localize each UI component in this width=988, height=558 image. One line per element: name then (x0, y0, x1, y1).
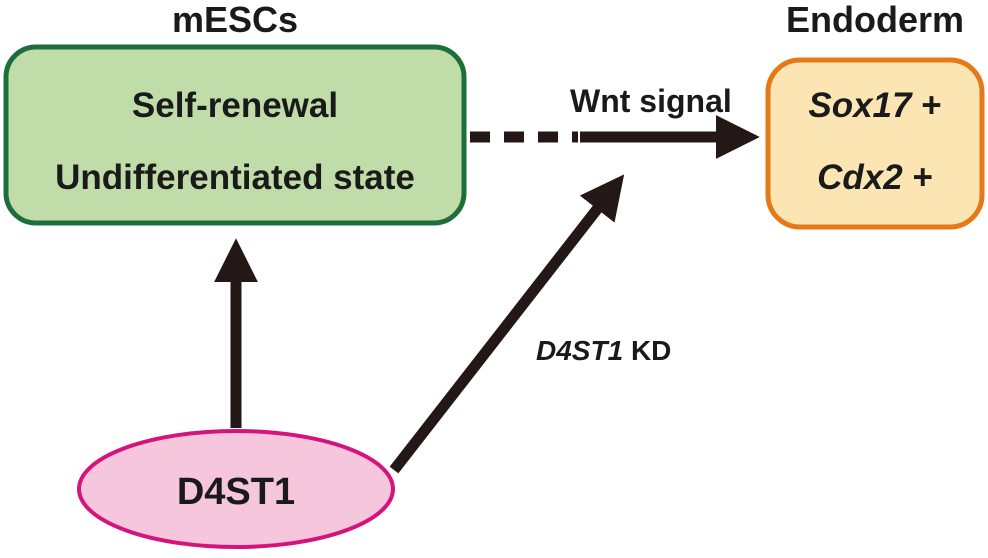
sox17-gene: Sox17 (808, 86, 912, 125)
kd-gene: D4ST1 (536, 335, 624, 366)
d4st1-ellipse (77, 429, 395, 549)
mescs-line-self-renewal: Self-renewal (131, 86, 339, 125)
mescs-line-undifferentiated: Undifferentiated state (55, 158, 415, 197)
endoderm-title: Endoderm (785, 0, 964, 40)
endoderm-marker-cdx2: Cdx2 + (768, 160, 982, 195)
endoderm-box (765, 57, 985, 230)
mescs-box (3, 44, 467, 226)
sox17-sign: + (921, 86, 942, 125)
kd-suffix: KD (630, 335, 672, 366)
d4st1-label: D4ST1 (176, 471, 296, 513)
cdx2-sign: + (912, 158, 933, 197)
mescs-title: mESCs (171, 0, 299, 40)
d4st1-kd-arrow (389, 174, 625, 474)
d4st1-kd-label: D4ST1 KD (536, 337, 671, 365)
cdx2-gene: Cdx2 (817, 158, 903, 197)
endoderm-marker-sox17: Sox17 + (768, 88, 982, 123)
wnt-signal-label: Wnt signal (570, 83, 732, 119)
